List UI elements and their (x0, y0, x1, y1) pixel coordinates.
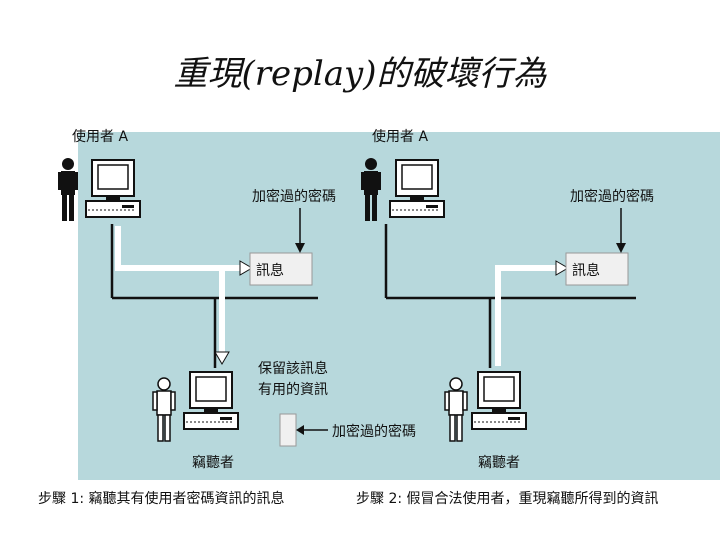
left-encrypted-code-label: 加密過的密碼 (332, 424, 416, 440)
left-eavesdropper-label: 竊聽者 (192, 455, 234, 471)
right-user-a-label: 使用者 A (372, 129, 429, 145)
right-message-box (565, 252, 629, 286)
left-save-label-line2: 有用的資訊 (258, 382, 328, 398)
left-message-box (249, 252, 313, 286)
right-network (384, 224, 636, 368)
left-send-flow-arrow (115, 226, 240, 271)
left-user-a-label: 使用者 A (72, 129, 129, 145)
left-step-caption: 步驟 1: 竊聽其有使用者密碼資訊的訊息 (38, 491, 285, 507)
right-eavesdropper-person-icon (444, 377, 468, 442)
left-save-label-line1: 保留該訊息 (258, 361, 328, 377)
right-user-a-person-icon (361, 158, 381, 221)
left-user-a-computer-icon (85, 159, 141, 218)
right-user-a-computer-icon (389, 159, 445, 218)
right-eavesdropper-label: 竊聽者 (478, 455, 520, 471)
right-encrypted-password-label: 加密過的密碼 (570, 189, 654, 205)
left-stored-code-box (279, 413, 297, 447)
left-encrypted-password-label: 加密過的密碼 (252, 189, 336, 205)
slide-title: 重現(replay)的破壞行為 (173, 54, 547, 94)
right-replay-flow-arrow (495, 265, 556, 366)
right-step-caption: 步驟 2: 假冒合法使用者，重現竊聽所得到的資訊 (356, 491, 659, 507)
left-user-a-person-icon (58, 158, 78, 221)
left-eavesdropper-person-icon (152, 377, 176, 442)
left-message-label: 訊息 (256, 263, 284, 279)
right-eavesdropper-computer-icon (471, 371, 527, 430)
left-eavesdropper-computer-icon (183, 371, 239, 430)
left-network (110, 224, 318, 368)
right-message-label: 訊息 (572, 263, 600, 279)
